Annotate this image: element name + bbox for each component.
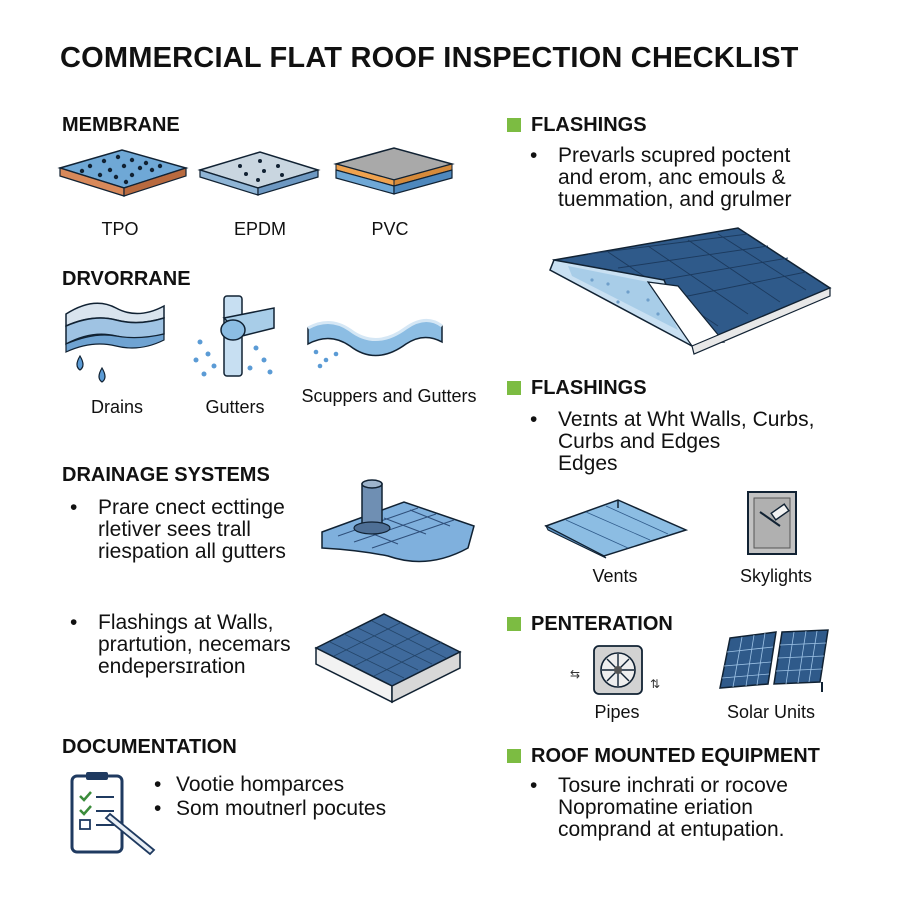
drains-label: Drains xyxy=(90,397,143,417)
scupper-gutter-icon xyxy=(307,319,443,369)
bullet-dot: • xyxy=(530,408,538,431)
bullet-dot: • xyxy=(70,611,78,634)
clipboard-checklist-icon xyxy=(70,772,156,856)
documentation-bullet-1: • Vootie homparces xyxy=(154,773,345,796)
tpo-label: TPO xyxy=(101,219,139,239)
svg-text:⇅: ⇅ xyxy=(650,677,660,691)
tpo-membrane-icon xyxy=(57,149,189,197)
equipment-bullet: • Tosure inchrati or rocove Nopromatine … xyxy=(530,774,788,841)
skylight-icon xyxy=(747,491,797,555)
drainage-bullet-2: • Flashings at Walls, prartution, necema… xyxy=(70,611,291,678)
green-square-icon xyxy=(507,118,521,132)
penteration-heading: PENTERATION xyxy=(507,613,673,636)
solar-panel-icon xyxy=(719,629,829,692)
flashings-heading-2: FLASHINGS xyxy=(507,377,647,400)
vent-flashing-icon xyxy=(544,499,689,559)
solar-units-label: Solar Units xyxy=(726,702,816,722)
drainage-bullet-1: • Prare cnect ecttinge rletiver sees tra… xyxy=(70,496,286,563)
green-square-icon xyxy=(507,617,521,631)
bullet-dot: • xyxy=(530,774,538,797)
svg-text:⇆: ⇆ xyxy=(570,667,580,681)
drainage-systems-heading: DRAINAGE SYSTEMS xyxy=(62,464,270,486)
page-title: COMMERCIAL FLAT ROOF INSPECTION CHECKLIS… xyxy=(60,42,799,74)
documentation-bullet-2: • Som moutnerl pocutes xyxy=(154,797,387,820)
pvc-membrane-icon xyxy=(333,147,455,195)
scuppers-gutters-label: Scuppers and Gutters xyxy=(301,386,477,406)
pipe-fan-icon: ⇆ ⇅ xyxy=(570,645,660,695)
bullet-dot: • xyxy=(154,797,162,820)
roof-drain-vent-icon xyxy=(321,479,475,563)
flashings-bullet-1: • Prevarls scupred poctent and erom, anc… xyxy=(530,144,792,211)
pvc-label: PVC xyxy=(371,219,409,239)
gutter-pipe-icon xyxy=(193,295,275,377)
bullet-dot: • xyxy=(70,496,78,519)
roof-mounted-equipment-heading: ROOF MOUNTED EQUIPMENT xyxy=(507,745,820,768)
vents-label: Vents xyxy=(592,566,638,586)
skylights-label: Skylights xyxy=(739,566,813,586)
green-square-icon xyxy=(507,749,521,763)
epdm-label: EPDM xyxy=(233,219,286,239)
walkway-pad-icon xyxy=(314,613,462,704)
gutters-label: Gutters xyxy=(205,397,265,417)
bullet-dot: • xyxy=(530,144,538,167)
flashings-heading-1: FLASHINGS xyxy=(507,114,647,137)
documentation-heading: DOCUMENTATION xyxy=(62,736,237,758)
bullet-dot: • xyxy=(154,773,162,796)
drvorrane-heading: DRVORRANE xyxy=(62,268,191,290)
membrane-heading: MEMBRANE xyxy=(62,114,180,136)
pipes-label: Pipes xyxy=(594,702,640,722)
flashings-bullet-2: • Veɪnts at Wht Walls, Curbs, Curbs and … xyxy=(530,408,815,475)
green-square-icon xyxy=(507,381,521,395)
epdm-membrane-icon xyxy=(197,151,321,196)
roof-section-illustration xyxy=(549,227,832,355)
drain-icon xyxy=(65,302,165,383)
